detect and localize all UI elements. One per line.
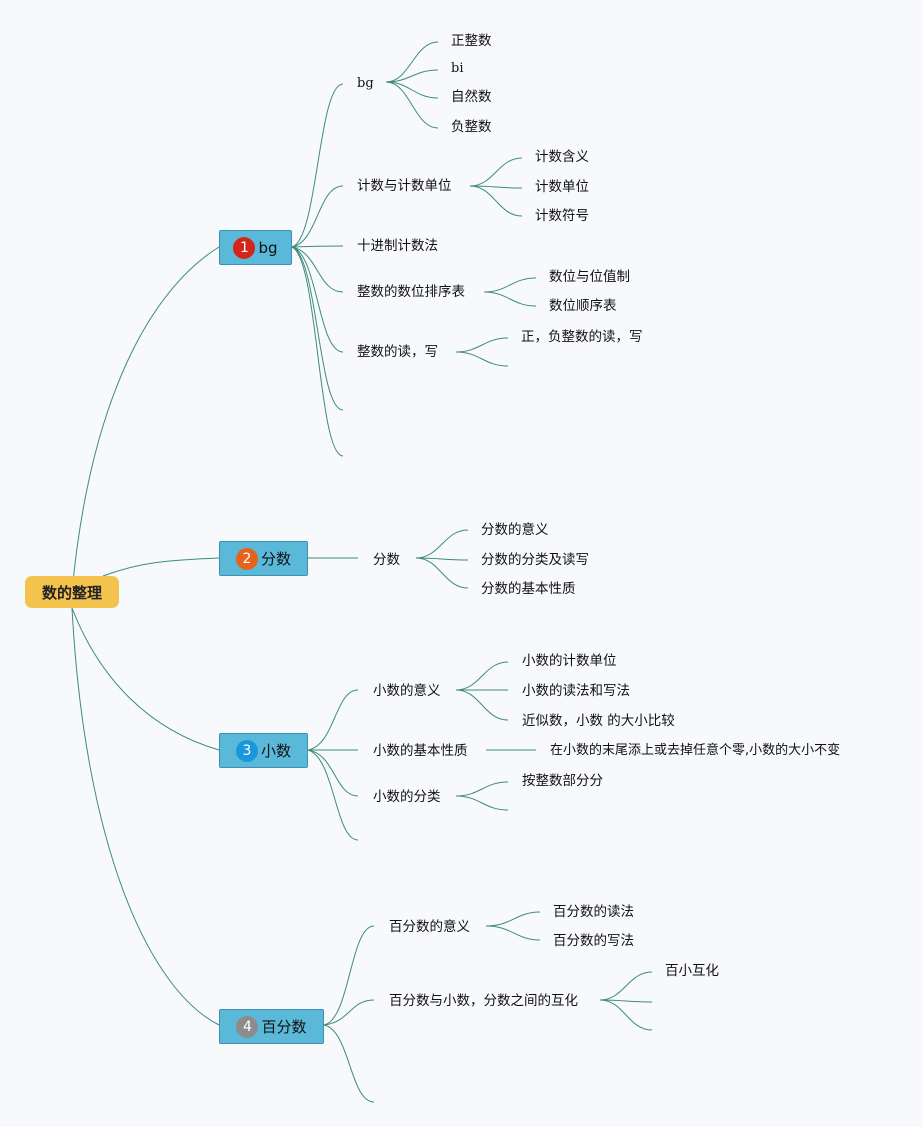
connector <box>455 351 509 367</box>
connector <box>385 41 439 83</box>
connector <box>71 246 220 593</box>
connector <box>455 689 509 721</box>
connector <box>291 83 344 248</box>
connector <box>483 291 537 307</box>
root-node[interactable]: 数的整理 <box>25 576 119 608</box>
topic-node[interactable]: 整数的数位排序表 <box>357 284 465 300</box>
connector <box>307 749 359 841</box>
connector <box>291 246 344 411</box>
leaf-node[interactable]: 小数的计数单位 <box>522 653 617 669</box>
root-label: 数的整理 <box>41 583 102 602</box>
connector <box>307 689 359 751</box>
topic-node[interactable]: 计数与计数单位 <box>357 178 452 194</box>
number-badge-1: 1 <box>233 236 256 259</box>
connector <box>385 81 439 99</box>
connector <box>485 911 541 927</box>
connector <box>599 971 653 1001</box>
leaf-node[interactable]: 计数单位 <box>535 179 589 195</box>
leaf-node[interactable]: 百分数的写法 <box>553 933 634 949</box>
connector <box>599 999 653 1003</box>
connector <box>485 925 541 941</box>
connector <box>385 81 439 129</box>
connector <box>323 999 375 1026</box>
connector <box>415 529 469 559</box>
branch-node-1[interactable]: 1 bg <box>219 230 292 265</box>
connector <box>71 607 220 751</box>
leaf-node[interactable]: 百分数的读法 <box>553 904 634 920</box>
connector <box>455 337 509 353</box>
branch-label: 分数 <box>260 550 291 568</box>
number-badge-3: 3 <box>235 739 258 762</box>
connector <box>291 245 344 248</box>
connector <box>71 607 220 1026</box>
branch-label: 小数 <box>260 742 291 760</box>
branch-node-2[interactable]: 2 分数 <box>219 541 308 576</box>
connector <box>483 277 537 293</box>
branch-node-3[interactable]: 3 小数 <box>219 733 308 768</box>
connector <box>415 557 469 561</box>
number-badge-2: 2 <box>235 547 258 570</box>
topic-node[interactable]: 百分数的意义 <box>389 919 470 935</box>
topic-node[interactable]: 十进制计数法 <box>357 238 438 254</box>
leaf-node[interactable]: 按整数部分分 <box>522 773 603 789</box>
connector <box>102 557 220 577</box>
leaf-node[interactable]: 分数的意义 <box>481 522 549 538</box>
leaf-node[interactable]: 分数的基本性质 <box>481 581 576 597</box>
leaf-node[interactable]: 在小数的末尾添上或去掉任意个零,小数的大小不变 <box>550 743 841 758</box>
connector <box>385 69 439 83</box>
leaf-node[interactable]: 负整数 <box>451 119 492 135</box>
connector <box>291 246 344 293</box>
leaf-node[interactable]: 分数的分类及读写 <box>481 552 589 568</box>
leaf-node[interactable]: 小数的读法和写法 <box>522 683 630 699</box>
connector <box>469 185 523 217</box>
connector <box>455 661 509 691</box>
number-badge-4: 4 <box>236 1015 259 1038</box>
leaf-node[interactable]: 数位顺序表 <box>549 298 617 314</box>
topic-node[interactable]: bg <box>357 76 374 91</box>
branch-label: 百分数 <box>261 1018 307 1036</box>
connector <box>323 925 375 1026</box>
connector <box>599 999 653 1031</box>
leaf-node[interactable]: 百小互化 <box>665 963 719 979</box>
topic-node[interactable]: 小数的意义 <box>373 683 441 699</box>
connector <box>291 246 344 353</box>
leaf-node[interactable]: 数位与位值制 <box>549 269 630 285</box>
branch-label: bg <box>258 238 278 257</box>
connector <box>455 781 509 797</box>
connector <box>307 749 359 797</box>
connector <box>455 795 509 811</box>
connector <box>291 185 344 248</box>
branch-node-4[interactable]: 4 百分数 <box>219 1009 324 1044</box>
topic-node[interactable]: 小数的分类 <box>373 789 441 805</box>
leaf-node[interactable]: 正，负整数的读，写 <box>521 329 643 345</box>
topic-node[interactable]: 整数的读，写 <box>357 344 438 360</box>
leaf-node[interactable]: bi <box>451 61 464 76</box>
connector <box>469 185 523 189</box>
connector <box>291 246 344 457</box>
leaf-node[interactable]: 近似数，小数 的大小比较 <box>522 713 675 729</box>
topic-node[interactable]: 小数的基本性质 <box>373 743 468 759</box>
connector <box>323 1024 375 1103</box>
leaf-node[interactable]: 自然数 <box>451 89 492 105</box>
leaf-node[interactable]: 计数含义 <box>535 149 589 165</box>
topic-node[interactable]: 百分数与小数，分数之间的互化 <box>389 993 578 1009</box>
connector <box>415 557 469 589</box>
leaf-node[interactable]: 正整数 <box>451 33 492 49</box>
topic-node[interactable]: 分数 <box>373 552 400 568</box>
connector <box>469 157 523 187</box>
leaf-node[interactable]: 计数符号 <box>535 208 589 224</box>
